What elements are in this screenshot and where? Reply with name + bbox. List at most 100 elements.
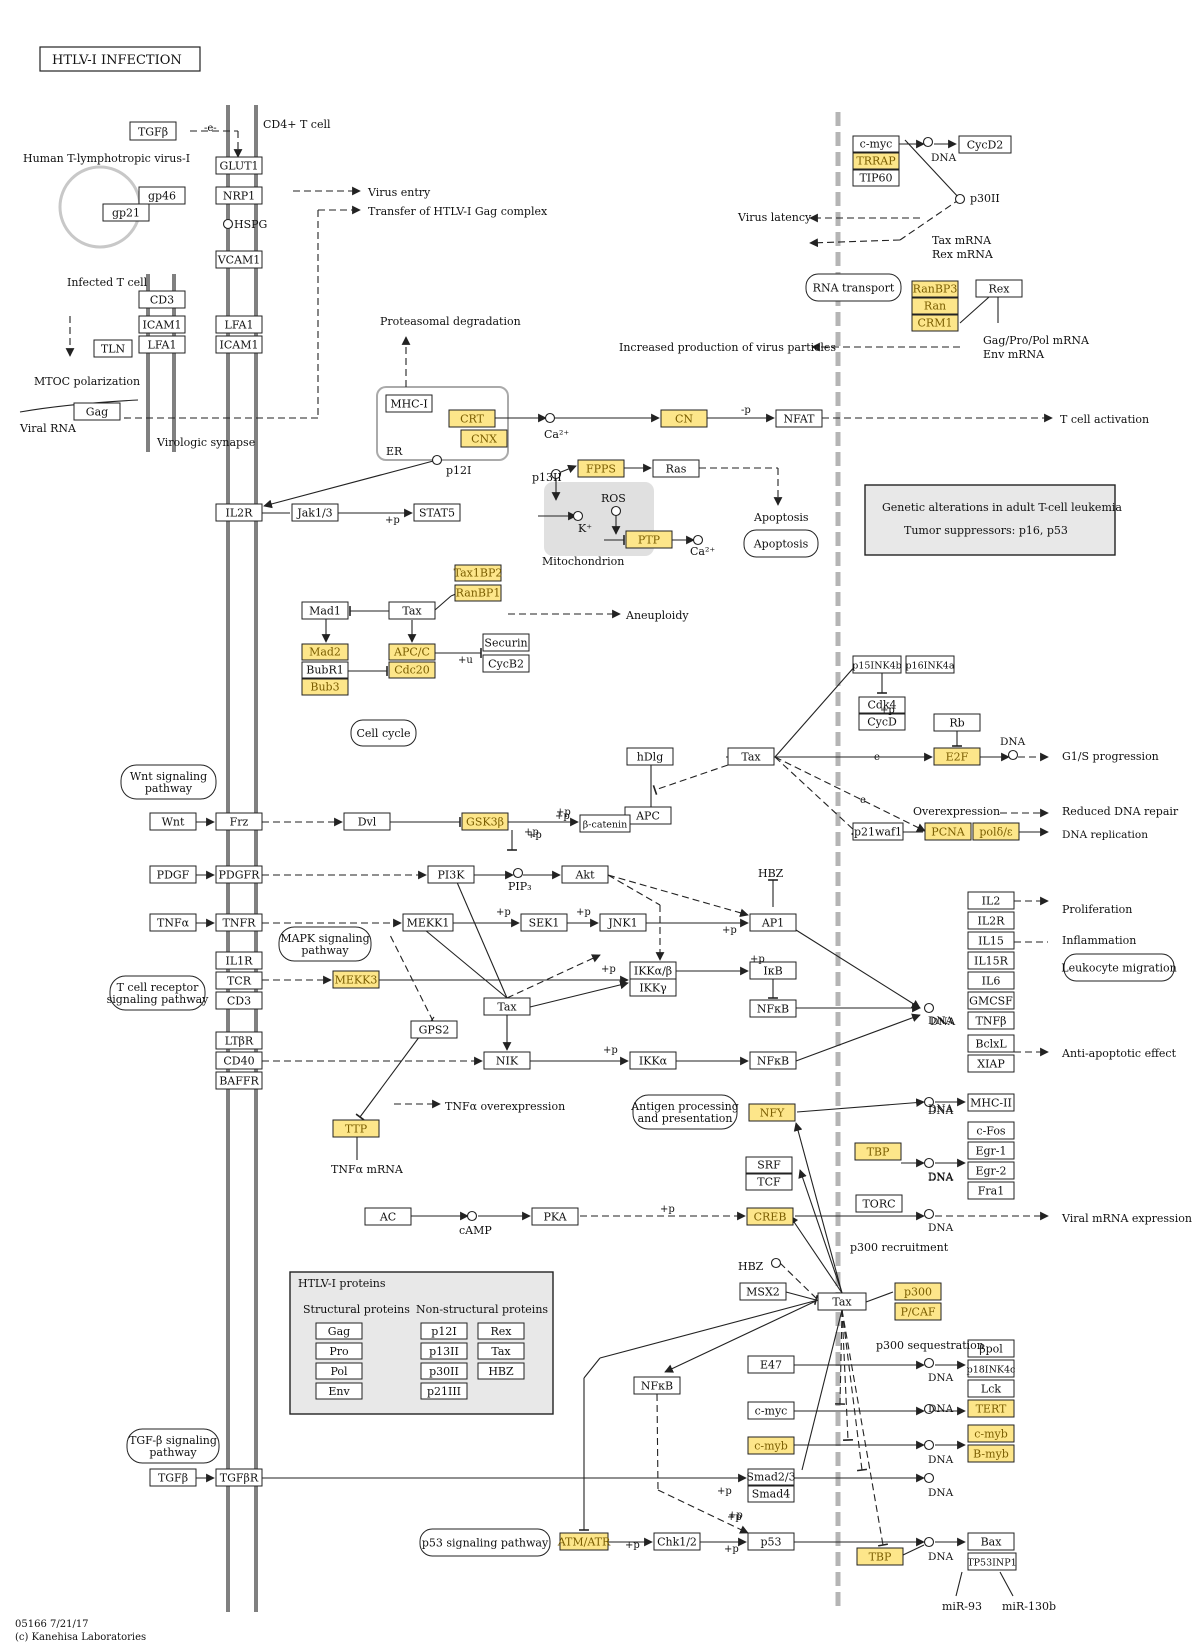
gene-node-p16ink4a[interactable]: p16INK4a — [905, 655, 955, 674]
pathway-link-rna-transport[interactable]: RNA transport — [805, 273, 902, 302]
gene-node-ikkab[interactable]: IKKα/β — [629, 961, 677, 980]
gene-node-pdgf[interactable]: PDGF — [149, 865, 197, 884]
pathway-link-p53-sig[interactable]: p53 signaling pathway — [419, 1528, 551, 1557]
gene-node-bax[interactable]: Bax — [967, 1532, 1015, 1551]
gene-node-il15r[interactable]: IL15R — [967, 951, 1015, 970]
gene-node-ran[interactable]: Ran — [911, 297, 959, 315]
gene-node-tcf[interactable]: TCF — [745, 1173, 793, 1191]
gene-node-jnk1[interactable]: JNK1 — [599, 913, 647, 932]
gene-node-glut1[interactable]: GLUT1 — [215, 156, 263, 175]
gene-node-securin[interactable]: Securin — [482, 633, 530, 652]
gene-node-bubr1[interactable]: BubR1 — [301, 661, 349, 679]
gene-node-cmyc-a[interactable]: c-myc — [852, 135, 900, 153]
gene-node-cycd2[interactable]: CycD2 — [958, 135, 1012, 154]
gene-node-gag[interactable]: Gag — [73, 402, 121, 421]
gene-node-msx2[interactable]: MSX2 — [739, 1282, 787, 1301]
gene-node-p18ink4c[interactable]: p18INK4c — [967, 1359, 1016, 1378]
gene-node-gmcsf[interactable]: GMCSF — [967, 991, 1015, 1010]
gene-node-tnfa[interactable]: TNFα — [149, 913, 197, 932]
gene-node-gsk3b[interactable]: GSK3β — [461, 812, 509, 831]
gene-node-rb[interactable]: Rb — [933, 713, 981, 732]
gene-node-tax-b[interactable]: Tax — [727, 747, 775, 766]
gene-node-egr1[interactable]: Egr-1 — [967, 1141, 1015, 1160]
gene-node-cycb2[interactable]: CycB2 — [482, 654, 530, 673]
gene-node-il2[interactable]: IL2 — [967, 891, 1015, 910]
gene-node-tp53inp1[interactable]: TP53INP1 — [967, 1552, 1017, 1571]
gene-node-gps2[interactable]: GPS2 — [410, 1020, 458, 1039]
gene-node-crm1[interactable]: CRM1 — [911, 314, 959, 332]
gene-node-nfy[interactable]: NFY — [748, 1103, 796, 1122]
gene-node-ras[interactable]: Ras — [652, 459, 700, 478]
gene-node-pcaf[interactable]: P/CAF — [894, 1302, 942, 1321]
gene-node-pcna[interactable]: PCNA — [924, 822, 972, 841]
gene-node-ikkg[interactable]: IKKγ — [629, 978, 677, 997]
gene-node-gp46[interactable]: gp46 — [138, 186, 186, 205]
gene-node-srf[interactable]: SRF — [745, 1156, 793, 1174]
gene-node-bpol[interactable]: βpol — [967, 1339, 1015, 1358]
gene-node-frz[interactable]: Frz — [215, 812, 263, 831]
gene-node-ptp[interactable]: PTP — [625, 530, 673, 549]
gene-node-cn[interactable]: CN — [660, 409, 708, 428]
gene-node-tbp-b[interactable]: TBP — [856, 1547, 904, 1566]
gene-node-nfat[interactable]: NFAT — [775, 409, 823, 428]
gene-node-lfa1a[interactable]: LFA1 — [215, 315, 263, 334]
gene-node-mekk1[interactable]: MEKK1 — [402, 913, 454, 932]
gene-node-tnfr[interactable]: TNFR — [215, 913, 263, 932]
gene-node-jak13[interactable]: Jak1/3 — [291, 503, 339, 522]
gene-node-poldelta[interactable]: polδ/ε — [972, 822, 1020, 841]
gene-node-lfa1b[interactable]: LFA1 — [138, 335, 186, 354]
gene-node-gp21[interactable]: gp21 — [102, 203, 150, 222]
gene-node-tnfb[interactable]: TNFβ — [967, 1011, 1015, 1030]
gene-node-mad1[interactable]: Mad1 — [301, 601, 349, 620]
gene-node-tcr[interactable]: TCR — [215, 971, 263, 990]
gene-node-smad23[interactable]: Smad2/3 — [746, 1468, 796, 1486]
gene-node-mhc1[interactable]: MHC-I — [385, 394, 433, 413]
gene-node-egr2[interactable]: Egr-2 — [967, 1161, 1015, 1180]
gene-node-ranbp3[interactable]: RanBP3 — [911, 280, 959, 298]
gene-node-mad2[interactable]: Mad2 — [301, 643, 349, 661]
gene-node-tgfb-top[interactable]: TGFβ — [129, 121, 177, 141]
gene-node-nfkb-c[interactable]: NFκB — [633, 1376, 681, 1395]
gene-node-apc[interactable]: APC — [624, 806, 672, 825]
gene-node-torc[interactable]: TORC — [855, 1194, 903, 1213]
gene-node-nrp1[interactable]: NRP1 — [215, 186, 263, 205]
gene-node-tax-c[interactable]: Tax — [483, 997, 531, 1016]
gene-node-cdk4[interactable]: Cdk4 — [858, 696, 906, 714]
gene-node-akt[interactable]: Akt — [561, 865, 609, 884]
gene-node-ap1[interactable]: AP1 — [749, 913, 797, 932]
gene-node-pka[interactable]: PKA — [531, 1207, 579, 1226]
gene-node-il2r[interactable]: IL2R — [215, 503, 263, 522]
gene-node-nfkb-b[interactable]: NFκB — [749, 1051, 797, 1070]
gene-node-cmyb-a[interactable]: c-myb — [747, 1436, 795, 1455]
gene-node-tbp-a[interactable]: TBP — [854, 1142, 902, 1161]
gene-node-stat5[interactable]: STAT5 — [413, 503, 461, 522]
gene-node-tax1bp2[interactable]: Tax1BP2 — [454, 564, 503, 582]
pathway-link-leukocyte[interactable]: Leukocyte migration — [1061, 953, 1177, 982]
gene-node-mhcii[interactable]: MHC-II — [967, 1093, 1015, 1112]
gene-node-il15[interactable]: IL15 — [967, 931, 1015, 950]
gene-node-il6[interactable]: IL6 — [967, 971, 1015, 990]
gene-node-tgfb-b[interactable]: TGFβ — [149, 1468, 197, 1487]
gene-node-lck[interactable]: Lck — [967, 1379, 1015, 1398]
gene-node-dvl[interactable]: Dvl — [343, 812, 391, 831]
gene-node-cfos[interactable]: c-Fos — [967, 1121, 1015, 1140]
gene-node-nfkb-a[interactable]: NFκB — [749, 999, 797, 1018]
gene-node-ac[interactable]: AC — [364, 1207, 412, 1226]
gene-node-baffr[interactable]: BAFFR — [215, 1071, 263, 1090]
gene-node-il2r2[interactable]: IL2R — [967, 911, 1015, 930]
gene-node-xiap[interactable]: XIAP — [967, 1054, 1015, 1073]
gene-node-sek1[interactable]: SEK1 — [520, 913, 568, 932]
gene-node-bub3[interactable]: Bub3 — [301, 678, 349, 696]
gene-node-wnt[interactable]: Wnt — [149, 812, 197, 831]
gene-node-il1r[interactable]: IL1R — [215, 951, 263, 970]
gene-node-ikb[interactable]: IκB — [749, 961, 797, 980]
gene-node-pdgfr[interactable]: PDGFR — [215, 865, 263, 884]
gene-node-bmyb[interactable]: B-myb — [967, 1444, 1015, 1463]
gene-node-fra1[interactable]: Fra1 — [967, 1181, 1015, 1200]
gene-node-cmyc-b[interactable]: c-myc — [747, 1401, 795, 1420]
gene-node-tip60[interactable]: TIP60 — [852, 169, 900, 187]
gene-node-ltbr[interactable]: LTβR — [215, 1031, 263, 1050]
